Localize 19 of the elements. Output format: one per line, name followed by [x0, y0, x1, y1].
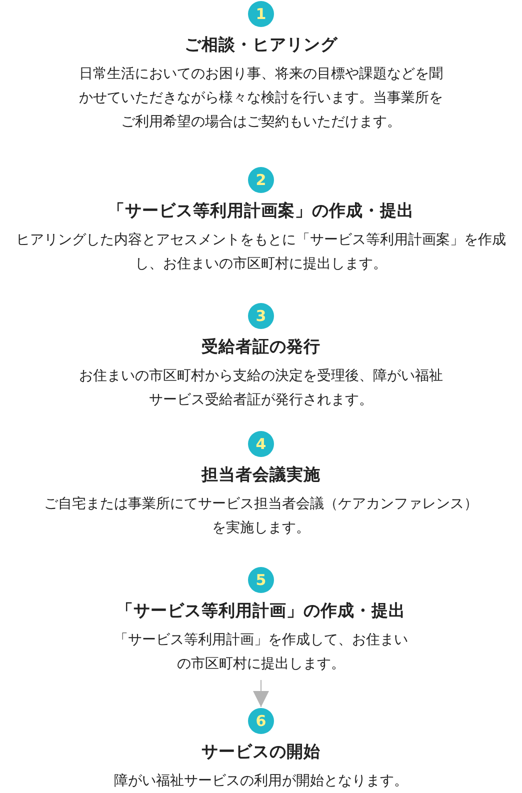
step-title: ご相談・ヒアリング — [184, 34, 338, 56]
step-number: 3 — [248, 303, 274, 329]
step-title: 「サービス等利用計画」の作成・提出 — [116, 600, 406, 622]
step-title: 受給者証の発行 — [202, 336, 320, 358]
step-number: 6 — [248, 708, 274, 734]
arrow — [253, 680, 269, 708]
step-description: ヒアリングした内容とアセスメントをもとに「サービス等利用計画案」を作成し、お住まいの市区町村に提出します。 — [15, 231, 507, 274]
step-description: 障がい福祉サービスの利用が開始となります。 — [114, 772, 408, 791]
step-number: 4 — [248, 431, 274, 457]
step-number: 1 — [248, 1, 274, 27]
step-description: 「サービス等利用計画」を作成して、お住まいの市区町村に提出します。 — [113, 631, 409, 674]
step-title: 「サービス等利用計画案」の作成・提出 — [108, 200, 414, 222]
step-description: お住まいの市区町村から支給の決定を受理後、障がい福祉サービス受給者証が発行されます。 — [78, 367, 444, 410]
step-title: サービスの開始 — [202, 741, 320, 763]
step-title: 担当者会議実施 — [202, 464, 320, 486]
step-description: ご自宅または事業所にてサービス担当者会議（ケアカンファレンス）を実施します。 — [43, 495, 479, 538]
step-number: 2 — [248, 167, 274, 193]
step-number: 5 — [248, 567, 274, 593]
step-description: 日常生活においてのお困り事、将来の目標や課題などを聞かせていただきながら様々な検討を行います。当事業所をご利用希望の場合はご契約もいただけます。 — [78, 65, 444, 132]
